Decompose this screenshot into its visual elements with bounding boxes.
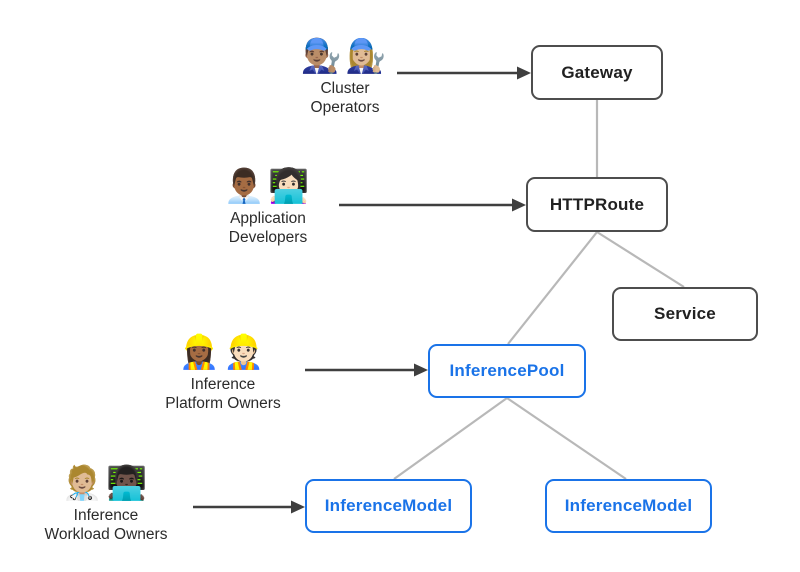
gateway-node-label: Gateway [561,62,633,82]
connector-inferencepool-inferencemodel-1 [393,397,508,480]
actor-application-developers: 👨🏾‍💼👩🏻‍💻 Application Developers [163,166,373,247]
inferencemodel-node-1: InferenceModel [305,479,472,533]
application-developers-emoji: 👨🏾‍💼👩🏻‍💻 [223,167,313,204]
arrow-inference-workload-owners-to-inferencemodel [193,500,305,514]
inference-workload-owners-emoji: 🧑🏼‍⚕️👨🏿‍💻 [61,464,151,501]
inferencemodel-node-2-label: InferenceModel [564,496,693,515]
service-node-label: Service [654,304,716,323]
httproute-node-label: HTTPRoute [549,194,645,214]
httproute-node: HTTPRoute [526,177,668,232]
actor-inference-workload-owners: 🧑🏼‍⚕️👨🏿‍💻 Inference Workload Owners [1,463,211,544]
cluster-operators-label: Cluster Operators [310,80,380,116]
connector-httproute-inferencepool [507,231,598,345]
actor-cluster-operators: 👨🏽‍🔧👩🏼‍🔧 Cluster Operators [240,36,450,117]
cluster-operators-emoji: 👨🏽‍🔧👩🏼‍🔧 [300,37,390,74]
arrow-cluster-operators-to-gateway [397,66,531,80]
inferencemodel-node-1-label: InferenceModel [324,496,453,515]
inference-workload-owners-label: Inference Workload Owners [44,507,168,543]
arrow-application-developers-to-httproute [339,198,526,212]
inferencepool-node: InferencePool [428,344,586,398]
inferencemodel-node-2: InferenceModel [545,479,712,533]
connector-httproute-service [596,231,685,288]
arrow-inference-platform-owners-to-inferencepool [305,363,428,377]
actor-inference-platform-owners: 👷🏾‍♀️👷🏻 Inference Platform Owners [118,332,328,413]
application-developers-label: Application Developers [228,210,308,246]
inference-platform-owners-label: Inference Platform Owners [165,376,281,412]
inferencepool-node-label: InferencePool [449,361,565,380]
gateway-node: Gateway [531,45,663,100]
inference-platform-owners-emoji: 👷🏾‍♀️👷🏻 [178,333,268,370]
connector-inferencepool-inferencemodel-2 [506,397,627,480]
service-node: Service [612,287,758,341]
